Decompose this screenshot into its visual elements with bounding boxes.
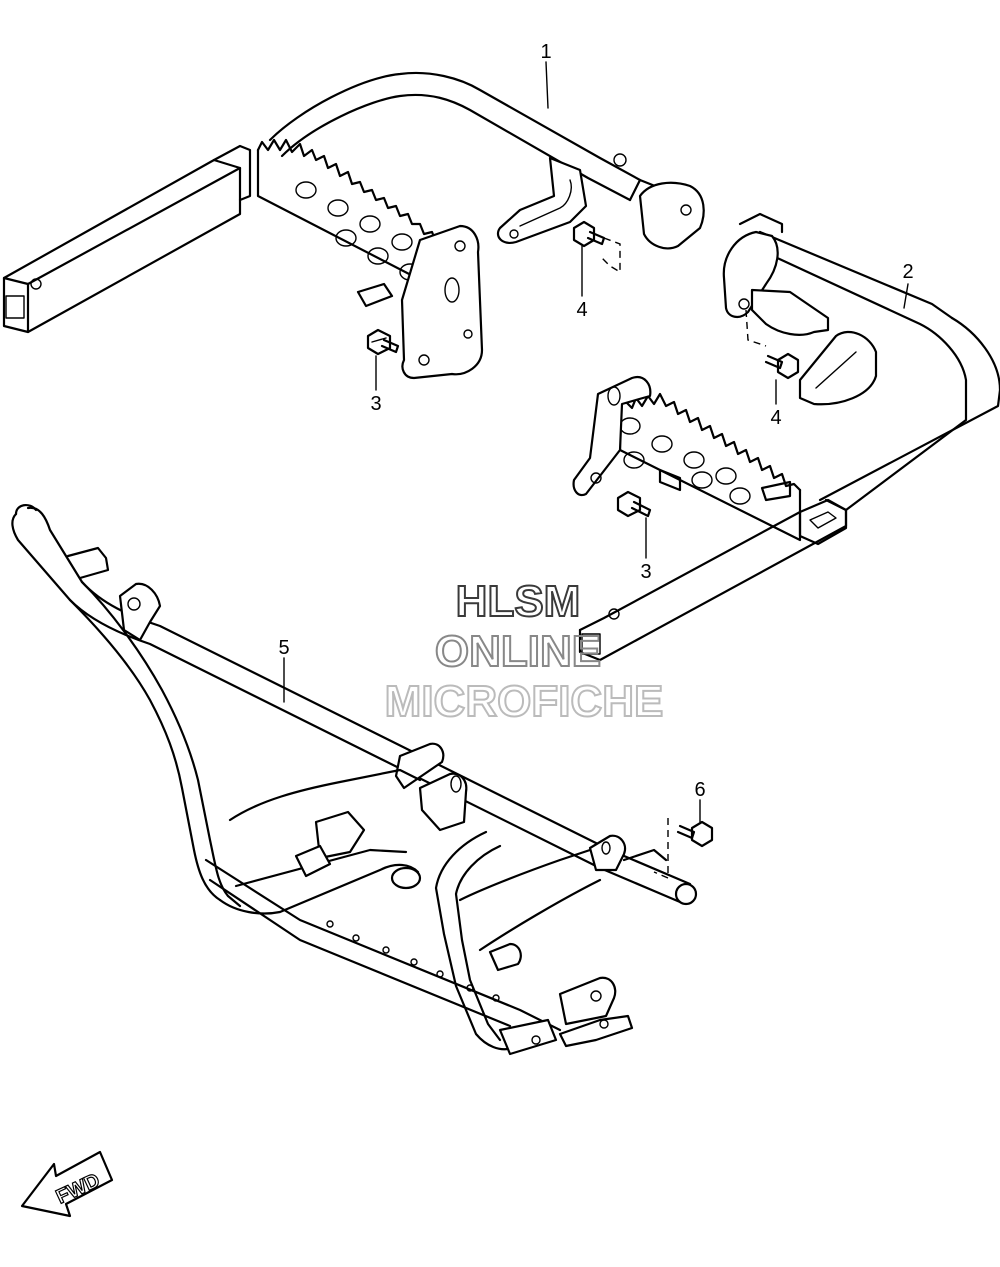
bolt-4-right	[764, 352, 800, 380]
part-2-right-footrest-bracket	[572, 212, 1000, 662]
watermark-line-1: HLSM	[456, 577, 581, 626]
callout-3-left: 3	[370, 393, 381, 415]
callout-6: 6	[694, 779, 705, 801]
watermark: HLSM ONLINE MICROFICHE	[384, 576, 665, 727]
part-5-front-bumper	[11, 504, 698, 1056]
callout-2: 2	[902, 261, 913, 283]
callout-5: 5	[278, 637, 289, 659]
bolt-4-left	[572, 220, 606, 248]
bolt-3-right	[616, 490, 652, 518]
callout-1: 1	[540, 41, 551, 63]
forward-arrow-icon: FWD	[20, 1150, 114, 1218]
watermark-line-2: ONLINE	[435, 627, 601, 676]
callout-leaders	[283, 61, 909, 823]
bolt-3-left	[366, 328, 400, 356]
dashed-leaders	[601, 237, 767, 880]
callout-4-left: 4	[576, 299, 587, 321]
watermark-line-3: MICROFICHE	[385, 677, 664, 726]
bolt-6	[676, 820, 714, 848]
part-1-left-footrest-bracket	[2, 71, 705, 380]
callout-4-right: 4	[770, 407, 781, 429]
callout-labels: 1 2 3 3 4 4 5 6	[278, 41, 913, 801]
callout-3-right: 3	[640, 561, 651, 583]
